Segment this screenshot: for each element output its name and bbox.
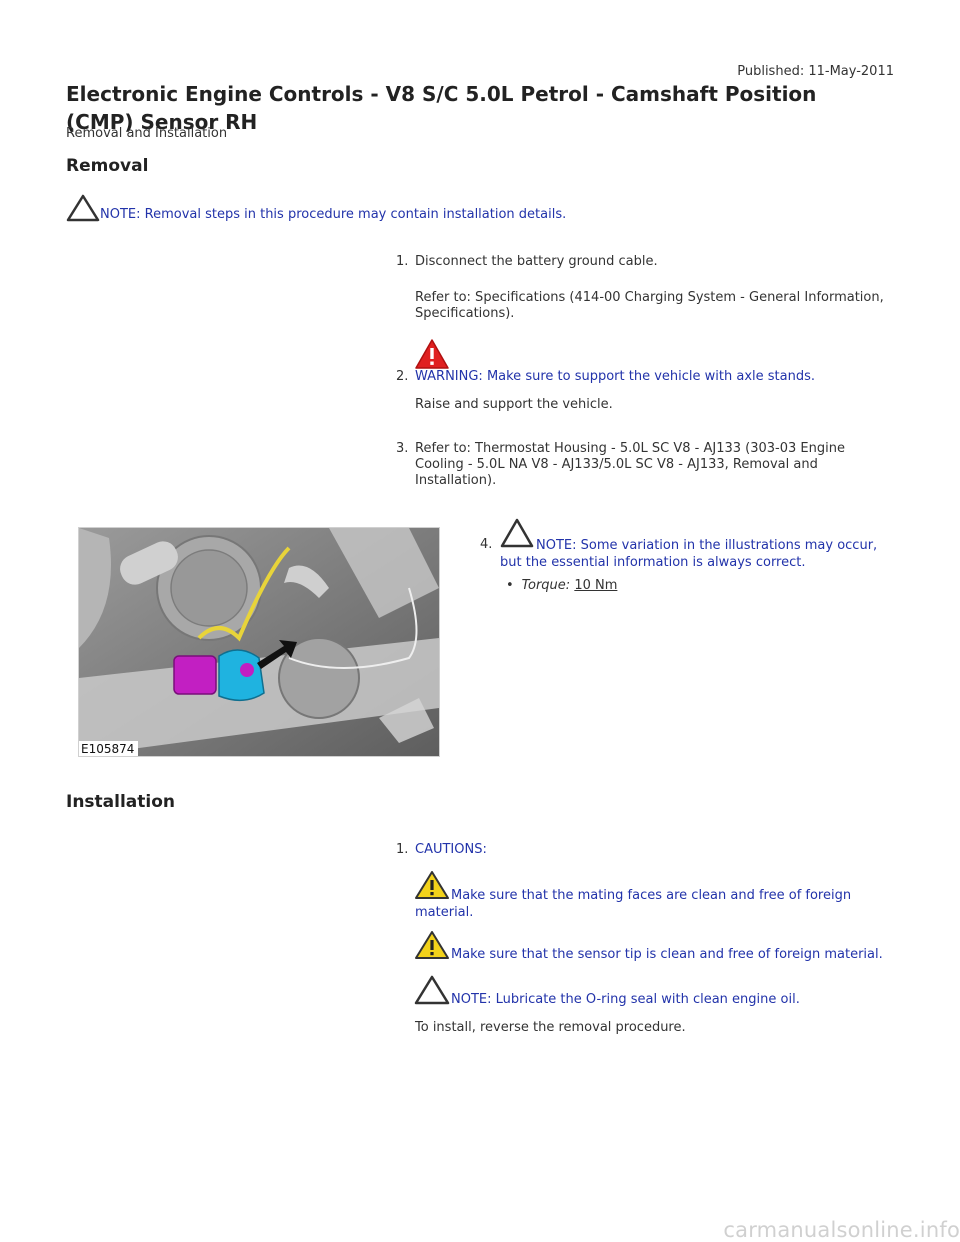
removal-step-2-number: 2. [396,369,409,384]
removal-step-2-text: Raise and support the vehicle. [415,397,613,412]
installation-step-1-number: 1. [396,842,409,857]
torque-spec-list: Torque: 10 Nm [506,578,618,594]
installation-note: NOTE: Lubricate the O-ring seal with cle… [451,992,800,1007]
installation-heading: Installation [66,792,176,812]
note-triangle-icon [414,975,450,1005]
published-date: Published: 11-May-2011 [737,64,894,79]
page-title: Electronic Engine Controls - V8 S/C 5.0L… [66,82,817,134]
removal-step-4-number: 4. [480,537,493,552]
removal-heading: Removal [66,156,149,176]
removal-note: NOTE: Removal steps in this procedure ma… [66,194,566,222]
installation-caution-1: Make sure that the mating faces are clea… [415,888,852,920]
removal-step-1-number: 1. [396,254,409,269]
caution-icon [415,871,449,899]
removal-step-1-text: Disconnect the battery ground cable. [415,254,658,269]
torque-label: Torque: [521,578,571,593]
note-triangle-icon [500,518,534,548]
installation-cautions-label: CAUTIONS: [415,842,487,857]
removal-step-3-reference[interactable]: Refer to: Thermostat Housing - 5.0L SC V… [415,441,845,488]
note-triangle-icon [66,194,100,222]
figure-label: E105874 [79,741,139,756]
removal-note-text: NOTE: Removal steps in this procedure ma… [100,207,567,222]
removal-step-4-note: NOTE: Some variation in the illustration… [500,538,878,570]
torque-value[interactable]: 10 Nm [574,578,618,593]
installation-step-1-text: To install, reverse the removal procedur… [415,1020,686,1035]
cmp-sensor-illustration [79,528,439,756]
engine-illustration: E105874 [78,527,440,757]
warning-icon [415,339,449,369]
removal-step-3-number: 3. [396,441,409,456]
removal-step-1-reference[interactable]: Refer to: Specifications (414-00 Chargin… [415,290,884,321]
caution-icon [415,931,449,959]
torque-spec: Torque: 10 Nm [506,578,618,594]
removal-step-2-warning: WARNING: Make sure to support the vehicl… [415,369,815,384]
watermark: carmanualsonline.info [723,1218,960,1242]
page-subtitle: Removal and Installation [66,126,228,141]
installation-caution-2: Make sure that the sensor tip is clean a… [451,947,883,962]
